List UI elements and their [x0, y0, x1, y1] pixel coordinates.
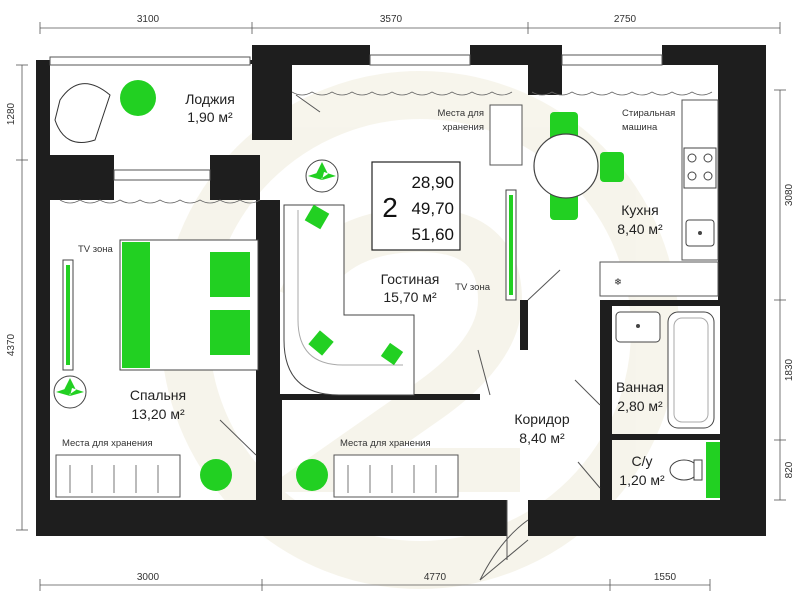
- loggia-name: Лоджия: [185, 91, 235, 107]
- dimension-lines: [16, 22, 786, 591]
- living-plant-icon: [305, 159, 339, 193]
- wc-name: С/у: [632, 453, 653, 469]
- curtains: [59, 91, 713, 204]
- wardrobe-bedroom: [55, 454, 181, 498]
- summary-area-living: 28,90: [411, 173, 454, 192]
- bathroom-area: 2,80 м²: [617, 398, 663, 414]
- dim-right-3: 820: [784, 461, 795, 478]
- corridor-pouf-icon: [296, 459, 328, 491]
- summary-area-gross: 51,60: [411, 225, 454, 244]
- bedroom-pouf-icon: [200, 459, 232, 491]
- summary-box: [371, 161, 461, 251]
- dim-bottom-2: 4770: [424, 572, 447, 583]
- dim-left-2: 4370: [6, 333, 17, 356]
- tv-living: [505, 189, 517, 301]
- washer-label-line1: Стиральная: [622, 108, 675, 119]
- dining-table: [533, 112, 624, 220]
- bathtub-icon: [667, 311, 715, 429]
- bed: [119, 239, 259, 371]
- dim-top-2: 3570: [380, 14, 403, 25]
- loggia-area: 1,90 м²: [187, 109, 233, 125]
- loggia-plant-icon: [120, 80, 156, 116]
- toilet-icon: [669, 459, 703, 481]
- dim-bottom-3: 1550: [654, 572, 677, 583]
- dim-bottom-1: 3000: [137, 572, 160, 583]
- storage-label-living-line1: Места для: [438, 108, 484, 119]
- bedroom-plant-icon: [53, 375, 87, 409]
- sofa-cushion-3: [380, 342, 404, 366]
- storage-label-corridor: Места для хранения: [340, 438, 431, 449]
- bedroom-name: Спальня: [130, 387, 186, 403]
- armchair-icon: [54, 83, 111, 143]
- wc-area: 1,20 м²: [619, 472, 665, 488]
- windows: [49, 54, 663, 181]
- bathroom-sink-icon: [615, 311, 661, 343]
- storage-label-bedroom: Места для хранения: [62, 438, 153, 449]
- stove-icon: [683, 147, 717, 189]
- kitchen-name: Кухня: [621, 202, 658, 218]
- corridor-name: Коридор: [514, 411, 570, 427]
- tv-label-living: TV зона: [455, 282, 491, 293]
- tv-label-bedroom: TV зона: [78, 244, 114, 255]
- summary-area-total: 49,70: [411, 199, 454, 218]
- dim-right-1: 3080: [784, 183, 795, 206]
- corridor-area: 8,40 м²: [519, 430, 565, 446]
- sofa-cushion-1: [304, 204, 330, 230]
- interior-doors: [219, 94, 601, 489]
- kitchen-area: 8,40 м²: [617, 221, 663, 237]
- summary-rooms-count: 2: [382, 192, 398, 223]
- wardrobe-corridor: [333, 454, 459, 498]
- living-name: Гостиная: [381, 271, 440, 287]
- living-area: 15,70 м²: [383, 289, 437, 305]
- dim-left-1: 1280: [6, 102, 17, 125]
- storage-label-living-line2: хранения: [442, 122, 484, 133]
- storage-cabinet-living: [489, 104, 523, 166]
- washer-label-line2: машина: [622, 122, 658, 133]
- dim-top-3: 2750: [614, 14, 637, 25]
- bedroom-area: 13,20 м²: [131, 406, 185, 422]
- wc-accent-panel: [706, 442, 720, 498]
- tv-bedroom: [62, 259, 74, 371]
- walls: [36, 45, 766, 536]
- bathroom-name: Ванная: [616, 379, 664, 395]
- dim-top-1: 3100: [137, 14, 160, 25]
- entrance-door: [479, 500, 529, 581]
- sofa-cushion-2: [308, 330, 334, 356]
- dim-right-2: 1830: [784, 358, 795, 381]
- washer-icon: ❄: [614, 277, 622, 288]
- kitchen-sink-icon: [685, 219, 715, 247]
